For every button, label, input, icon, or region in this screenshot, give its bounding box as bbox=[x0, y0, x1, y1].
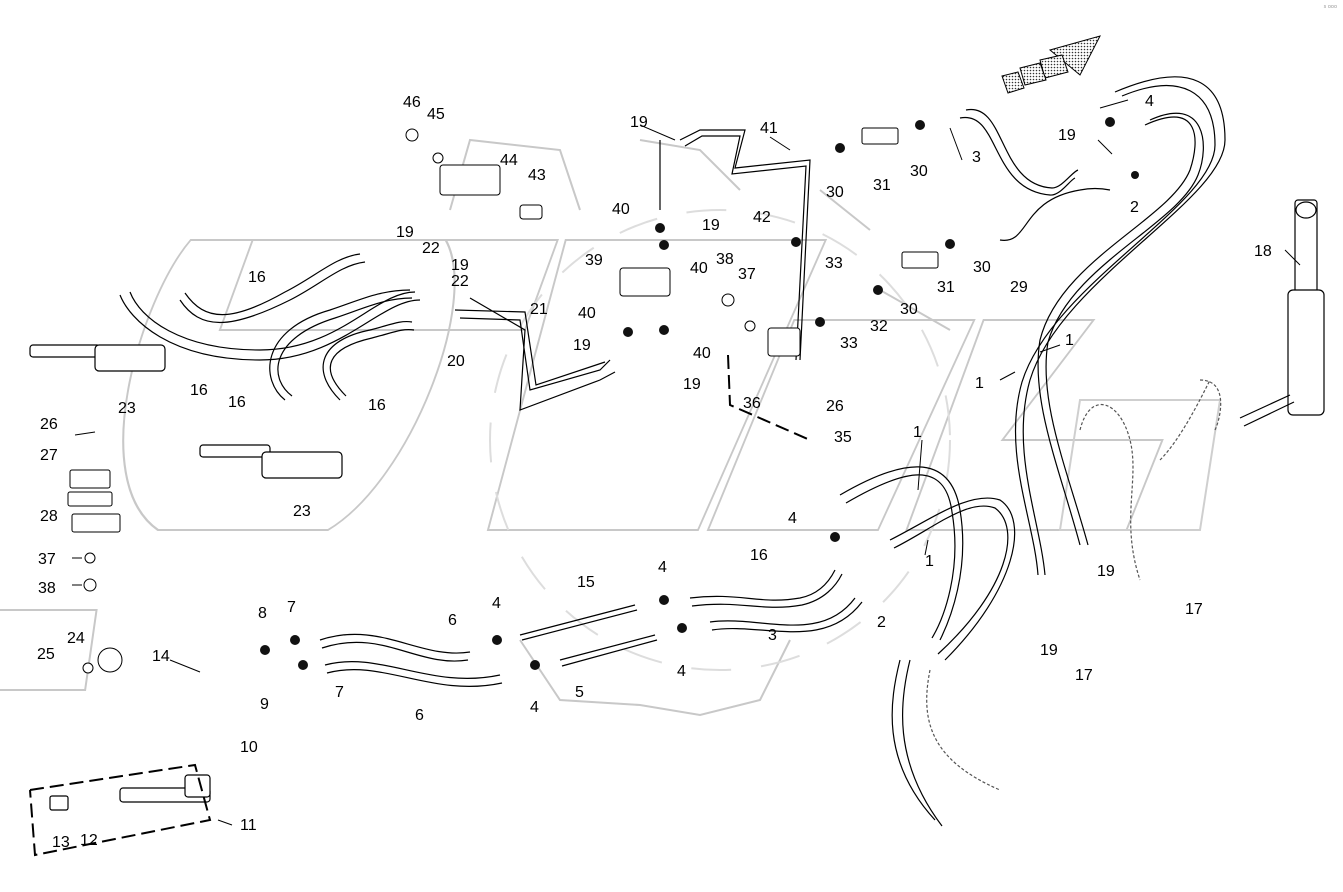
watermark-logo bbox=[0, 138, 1222, 717]
callout-31a: 31 bbox=[873, 177, 891, 194]
callout-46: 46 bbox=[403, 94, 421, 111]
callout-43: 43 bbox=[528, 167, 546, 184]
callout-5: 5 bbox=[575, 684, 584, 701]
callout-30b: 30 bbox=[910, 163, 928, 180]
callout-30a: 30 bbox=[826, 184, 844, 201]
callout-19e: 19 bbox=[702, 217, 720, 234]
callout-21: 21 bbox=[530, 301, 548, 318]
callout-labels: 1 1 1 1 1 2 2 3 3 4 4 4 4 4 4 5 6 6 7 7 … bbox=[37, 93, 1272, 851]
callout-31b: 31 bbox=[937, 279, 955, 296]
hoses bbox=[119, 76, 1226, 827]
callout-26a: 26 bbox=[40, 416, 58, 433]
callout-38b: 38 bbox=[38, 580, 56, 597]
callout-30c: 30 bbox=[973, 259, 991, 276]
callout-26b: 26 bbox=[826, 398, 844, 415]
callout-3b: 3 bbox=[768, 627, 777, 644]
callout-7b: 7 bbox=[335, 684, 344, 701]
callout-4e: 4 bbox=[677, 663, 686, 680]
callout-13: 13 bbox=[52, 834, 70, 851]
callout-28: 28 bbox=[40, 508, 58, 525]
callout-6b: 6 bbox=[415, 707, 424, 724]
callout-44: 44 bbox=[500, 152, 518, 169]
callout-19a: 19 bbox=[630, 114, 648, 131]
fittings bbox=[67, 127, 939, 674]
callout-14: 14 bbox=[152, 648, 170, 665]
callout-1a: 1 bbox=[1065, 332, 1074, 349]
callout-17b: 17 bbox=[1075, 667, 1093, 684]
callout-33a: 33 bbox=[825, 255, 843, 272]
callout-18: 18 bbox=[1254, 243, 1272, 260]
callout-6a: 6 bbox=[448, 612, 457, 629]
callout-15: 15 bbox=[577, 574, 595, 591]
callout-37a: 37 bbox=[738, 266, 756, 283]
callout-19b: 19 bbox=[1058, 127, 1076, 144]
callout-4d: 4 bbox=[492, 595, 501, 612]
callout-16c: 16 bbox=[228, 394, 246, 411]
callout-32: 32 bbox=[870, 318, 888, 335]
callout-39: 39 bbox=[585, 252, 603, 269]
callout-8: 8 bbox=[258, 605, 267, 622]
callout-22a: 22 bbox=[422, 240, 440, 257]
callout-16a: 16 bbox=[248, 269, 266, 286]
callout-1c: 1 bbox=[913, 424, 922, 441]
callout-23a: 23 bbox=[118, 400, 136, 417]
callout-37b: 37 bbox=[38, 551, 56, 568]
callout-25: 25 bbox=[37, 646, 55, 663]
callout-1d: 1 bbox=[925, 553, 934, 570]
callout-40b: 40 bbox=[690, 260, 708, 277]
callout-30d: 30 bbox=[900, 301, 918, 318]
callout-40c: 40 bbox=[578, 305, 596, 322]
callout-42: 42 bbox=[753, 209, 771, 226]
callout-1b: 1 bbox=[975, 375, 984, 392]
cylinders bbox=[29, 199, 1325, 811]
connectors[interactable] bbox=[260, 117, 1139, 670]
callout-33b: 33 bbox=[840, 335, 858, 352]
callout-19f: 19 bbox=[573, 337, 591, 354]
callout-12: 12 bbox=[80, 832, 98, 849]
corner-tag: s ooo bbox=[1323, 4, 1337, 10]
callout-frames bbox=[29, 354, 811, 857]
callout-4f: 4 bbox=[530, 699, 539, 716]
callout-27: 27 bbox=[40, 447, 58, 464]
callout-19g: 19 bbox=[683, 376, 701, 393]
callout-11: 11 bbox=[240, 817, 257, 834]
callout-19d: 19 bbox=[451, 257, 469, 274]
callout-45: 45 bbox=[427, 106, 445, 123]
callout-4c: 4 bbox=[658, 559, 667, 576]
callout-41: 41 bbox=[760, 120, 778, 137]
callout-3a: 3 bbox=[972, 149, 981, 166]
callout-38a: 38 bbox=[716, 251, 734, 268]
callout-17a: 17 bbox=[1185, 601, 1203, 618]
callout-40a: 40 bbox=[612, 201, 630, 218]
callout-29: 29 bbox=[1010, 279, 1028, 296]
callout-2a: 2 bbox=[1130, 199, 1139, 216]
callout-4a: 4 bbox=[1145, 93, 1154, 110]
leader-lines bbox=[72, 99, 1301, 826]
callout-19i: 19 bbox=[1040, 642, 1058, 659]
callout-10: 10 bbox=[240, 739, 258, 756]
callout-9: 9 bbox=[260, 696, 269, 713]
callout-36: 36 bbox=[743, 395, 761, 412]
callout-7a: 7 bbox=[287, 599, 296, 616]
callout-40d: 40 bbox=[693, 345, 711, 362]
callout-16e: 16 bbox=[750, 547, 768, 564]
callout-19h: 19 bbox=[1097, 563, 1115, 580]
callout-20: 20 bbox=[447, 353, 465, 370]
callout-35: 35 bbox=[834, 429, 852, 446]
callout-2b: 2 bbox=[877, 614, 886, 631]
callout-24: 24 bbox=[67, 630, 85, 647]
callout-16b: 16 bbox=[190, 382, 208, 399]
direction-arrow-icon bbox=[1001, 35, 1101, 94]
callout-23b: 23 bbox=[293, 503, 311, 520]
callout-4b: 4 bbox=[788, 510, 797, 527]
callout-16d: 16 bbox=[368, 397, 386, 414]
callout-22b: 22 bbox=[451, 273, 469, 290]
callout-19c: 19 bbox=[396, 224, 414, 241]
